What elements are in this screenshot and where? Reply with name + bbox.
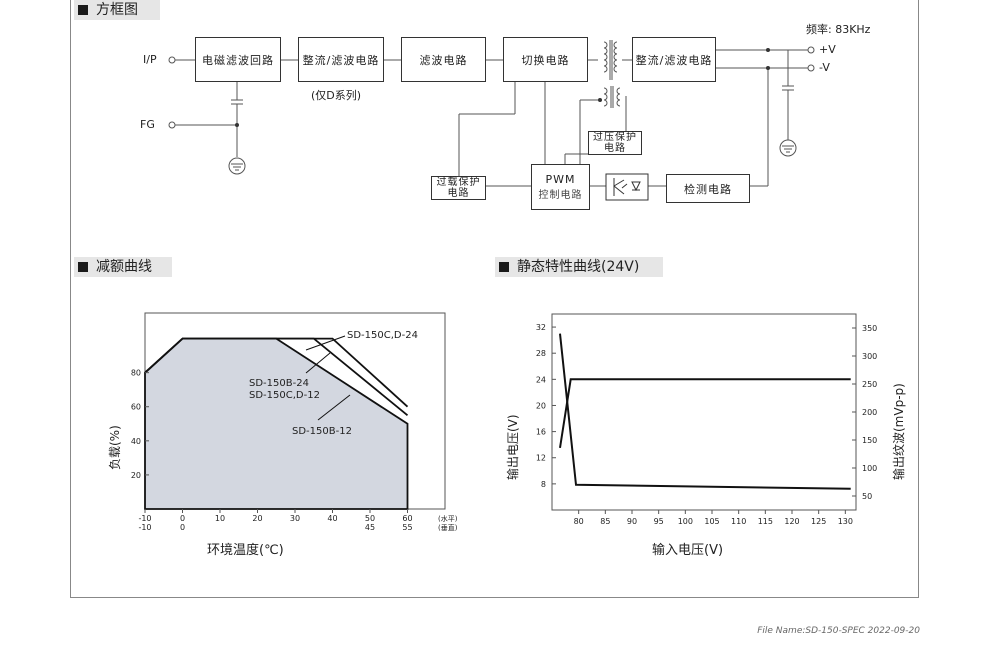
static-plot-area bbox=[551, 313, 857, 511]
derating-line-sd150b24 bbox=[144, 337, 409, 416]
section-title: 静态特性曲线(24V) bbox=[517, 259, 640, 275]
detection-block: 检测电路 bbox=[666, 174, 750, 203]
derating-x-tick-label-vertical: 0 bbox=[180, 523, 185, 532]
filter-block: 滤波电路 bbox=[401, 37, 486, 82]
ripple-line bbox=[559, 333, 851, 490]
rectifier-block-primary: 整流/滤波电路 bbox=[298, 37, 384, 82]
static-x-tick-label: 90 bbox=[627, 517, 637, 526]
static-x-axis-label: 输入电压(V) bbox=[652, 542, 723, 558]
derating-label-1: SD-150C,D-24 bbox=[347, 330, 418, 341]
fg-label: FG bbox=[140, 118, 155, 131]
derating-x-tick-label-vertical: 45 bbox=[365, 523, 375, 532]
static-x-tick-label: 100 bbox=[678, 517, 693, 526]
file-footer: File Name:SD-150-SPEC 2022-09-20 bbox=[757, 626, 920, 636]
section-title: 方框图 bbox=[96, 2, 138, 18]
derating-y-tick-label: 20 bbox=[131, 471, 141, 480]
derating-y-tick-label: 40 bbox=[131, 437, 141, 446]
static-x-tick-label: 80 bbox=[574, 517, 584, 526]
derating-x-axis-label: 环境温度(℃) bbox=[207, 542, 284, 558]
output-negative-label: -V bbox=[819, 61, 830, 74]
leader-l3 bbox=[317, 394, 351, 421]
static-x-tick-label: 130 bbox=[838, 517, 853, 526]
static-x-tick-label: 120 bbox=[784, 517, 799, 526]
static-y-left-tick-label: 12 bbox=[536, 454, 546, 463]
derating-y-ticks: 20 40 60 80 bbox=[131, 369, 149, 480]
static-y-left-ticks: 8 12 16 20 24 28 32 bbox=[536, 323, 556, 489]
axis-note-top: (水平) bbox=[438, 514, 458, 523]
section-block-diagram: 方框图 bbox=[74, 0, 160, 20]
leader-l1 bbox=[305, 335, 346, 351]
static-y-left-tick-label: 28 bbox=[536, 349, 546, 358]
derating-x-tick-label: 60 bbox=[402, 514, 412, 523]
ovp-block: 过压保护电路 bbox=[588, 131, 642, 155]
static-y-right-label: 输出纹波(mVp-p) bbox=[891, 383, 906, 480]
axis-note-bottom: (垂直) bbox=[438, 523, 458, 532]
rectifier-block-secondary: 整流/滤波电路 bbox=[632, 37, 716, 82]
section-square-icon bbox=[78, 5, 88, 15]
static-y-right-tick-label: 250 bbox=[862, 380, 877, 389]
derating-x-ticks: -10 0 10 20 30 40 50 60 -10 0 45 55 bbox=[138, 509, 413, 532]
derating-y-axis-label: 负载(%) bbox=[108, 425, 122, 470]
derating-x-tick-label-vertical: -10 bbox=[138, 523, 151, 532]
derating-y-tick-label: 80 bbox=[131, 369, 141, 378]
static-x-tick-label: 115 bbox=[758, 517, 773, 526]
section-square-icon bbox=[78, 262, 88, 272]
emi-filter-block: 电磁滤波回路 bbox=[195, 37, 281, 82]
static-x-tick-label: 125 bbox=[811, 517, 826, 526]
static-y-left-tick-label: 8 bbox=[541, 480, 546, 489]
derating-x-tick-label: 0 bbox=[180, 514, 185, 523]
frequency-label: 频率: 83KHz bbox=[806, 23, 871, 36]
static-y-right-tick-label: 300 bbox=[862, 352, 877, 361]
pwm-subtitle: 控制电路 bbox=[538, 190, 583, 201]
switching-block: 切换电路 bbox=[503, 37, 588, 82]
derating-label-2a: SD-150B-24 bbox=[249, 378, 309, 389]
static-y-right-ticks: 50 100 150 200 250 300 350 bbox=[852, 324, 877, 501]
static-x-tick-label: 85 bbox=[600, 517, 610, 526]
section-derating: 减额曲线 bbox=[74, 257, 172, 277]
pwm-title: PWM bbox=[545, 173, 576, 186]
static-x-tick-label: 105 bbox=[704, 517, 719, 526]
leader-l2 bbox=[305, 352, 331, 374]
derating-x-tick-label: 40 bbox=[327, 514, 337, 523]
static-x-tick-label: 110 bbox=[731, 517, 746, 526]
input-label: I/P bbox=[143, 53, 157, 66]
output-positive-label: +V bbox=[819, 43, 836, 56]
static-y-right-tick-label: 200 bbox=[862, 408, 877, 417]
output-voltage-line bbox=[559, 378, 851, 449]
spec-frame bbox=[70, 0, 919, 598]
derating-x-tick-label: -10 bbox=[138, 514, 151, 523]
static-x-ticks: 80 85 90 95 100 105 110 115 120 125 130 bbox=[574, 510, 853, 526]
olp-block: 过载保护电路 bbox=[431, 176, 486, 200]
derating-label-3: SD-150B-12 bbox=[292, 426, 352, 437]
static-y-right-tick-label: 100 bbox=[862, 464, 877, 473]
pwm-block: PWM 控制电路 bbox=[531, 164, 590, 210]
derating-x-tick-label: 30 bbox=[290, 514, 300, 523]
derating-y-tick-label: 60 bbox=[131, 403, 141, 412]
static-y-right-tick-label: 350 bbox=[862, 324, 877, 333]
derating-x-tick-label-vertical: 55 bbox=[402, 523, 412, 532]
section-static: 静态特性曲线(24V) bbox=[495, 257, 663, 277]
static-y-left-label: 输出电压(V) bbox=[505, 414, 520, 480]
static-y-right-tick-label: 150 bbox=[862, 436, 877, 445]
derating-x-tick-label: 20 bbox=[252, 514, 262, 523]
static-x-tick-label: 95 bbox=[654, 517, 664, 526]
section-square-icon bbox=[499, 262, 509, 272]
static-y-right-tick-label: 50 bbox=[862, 492, 872, 501]
static-y-left-tick-label: 20 bbox=[536, 401, 546, 410]
derating-x-tick-label: 50 bbox=[365, 514, 375, 523]
derating-label-2b: SD-150C,D-12 bbox=[249, 390, 320, 401]
derating-x-tick-label: 10 bbox=[215, 514, 225, 523]
static-y-left-tick-label: 24 bbox=[536, 375, 546, 384]
section-title: 减额曲线 bbox=[96, 259, 152, 275]
static-y-left-tick-label: 32 bbox=[536, 323, 546, 332]
static-y-left-tick-label: 16 bbox=[536, 428, 546, 437]
rectifier-note: (仅D系列) bbox=[311, 89, 362, 102]
